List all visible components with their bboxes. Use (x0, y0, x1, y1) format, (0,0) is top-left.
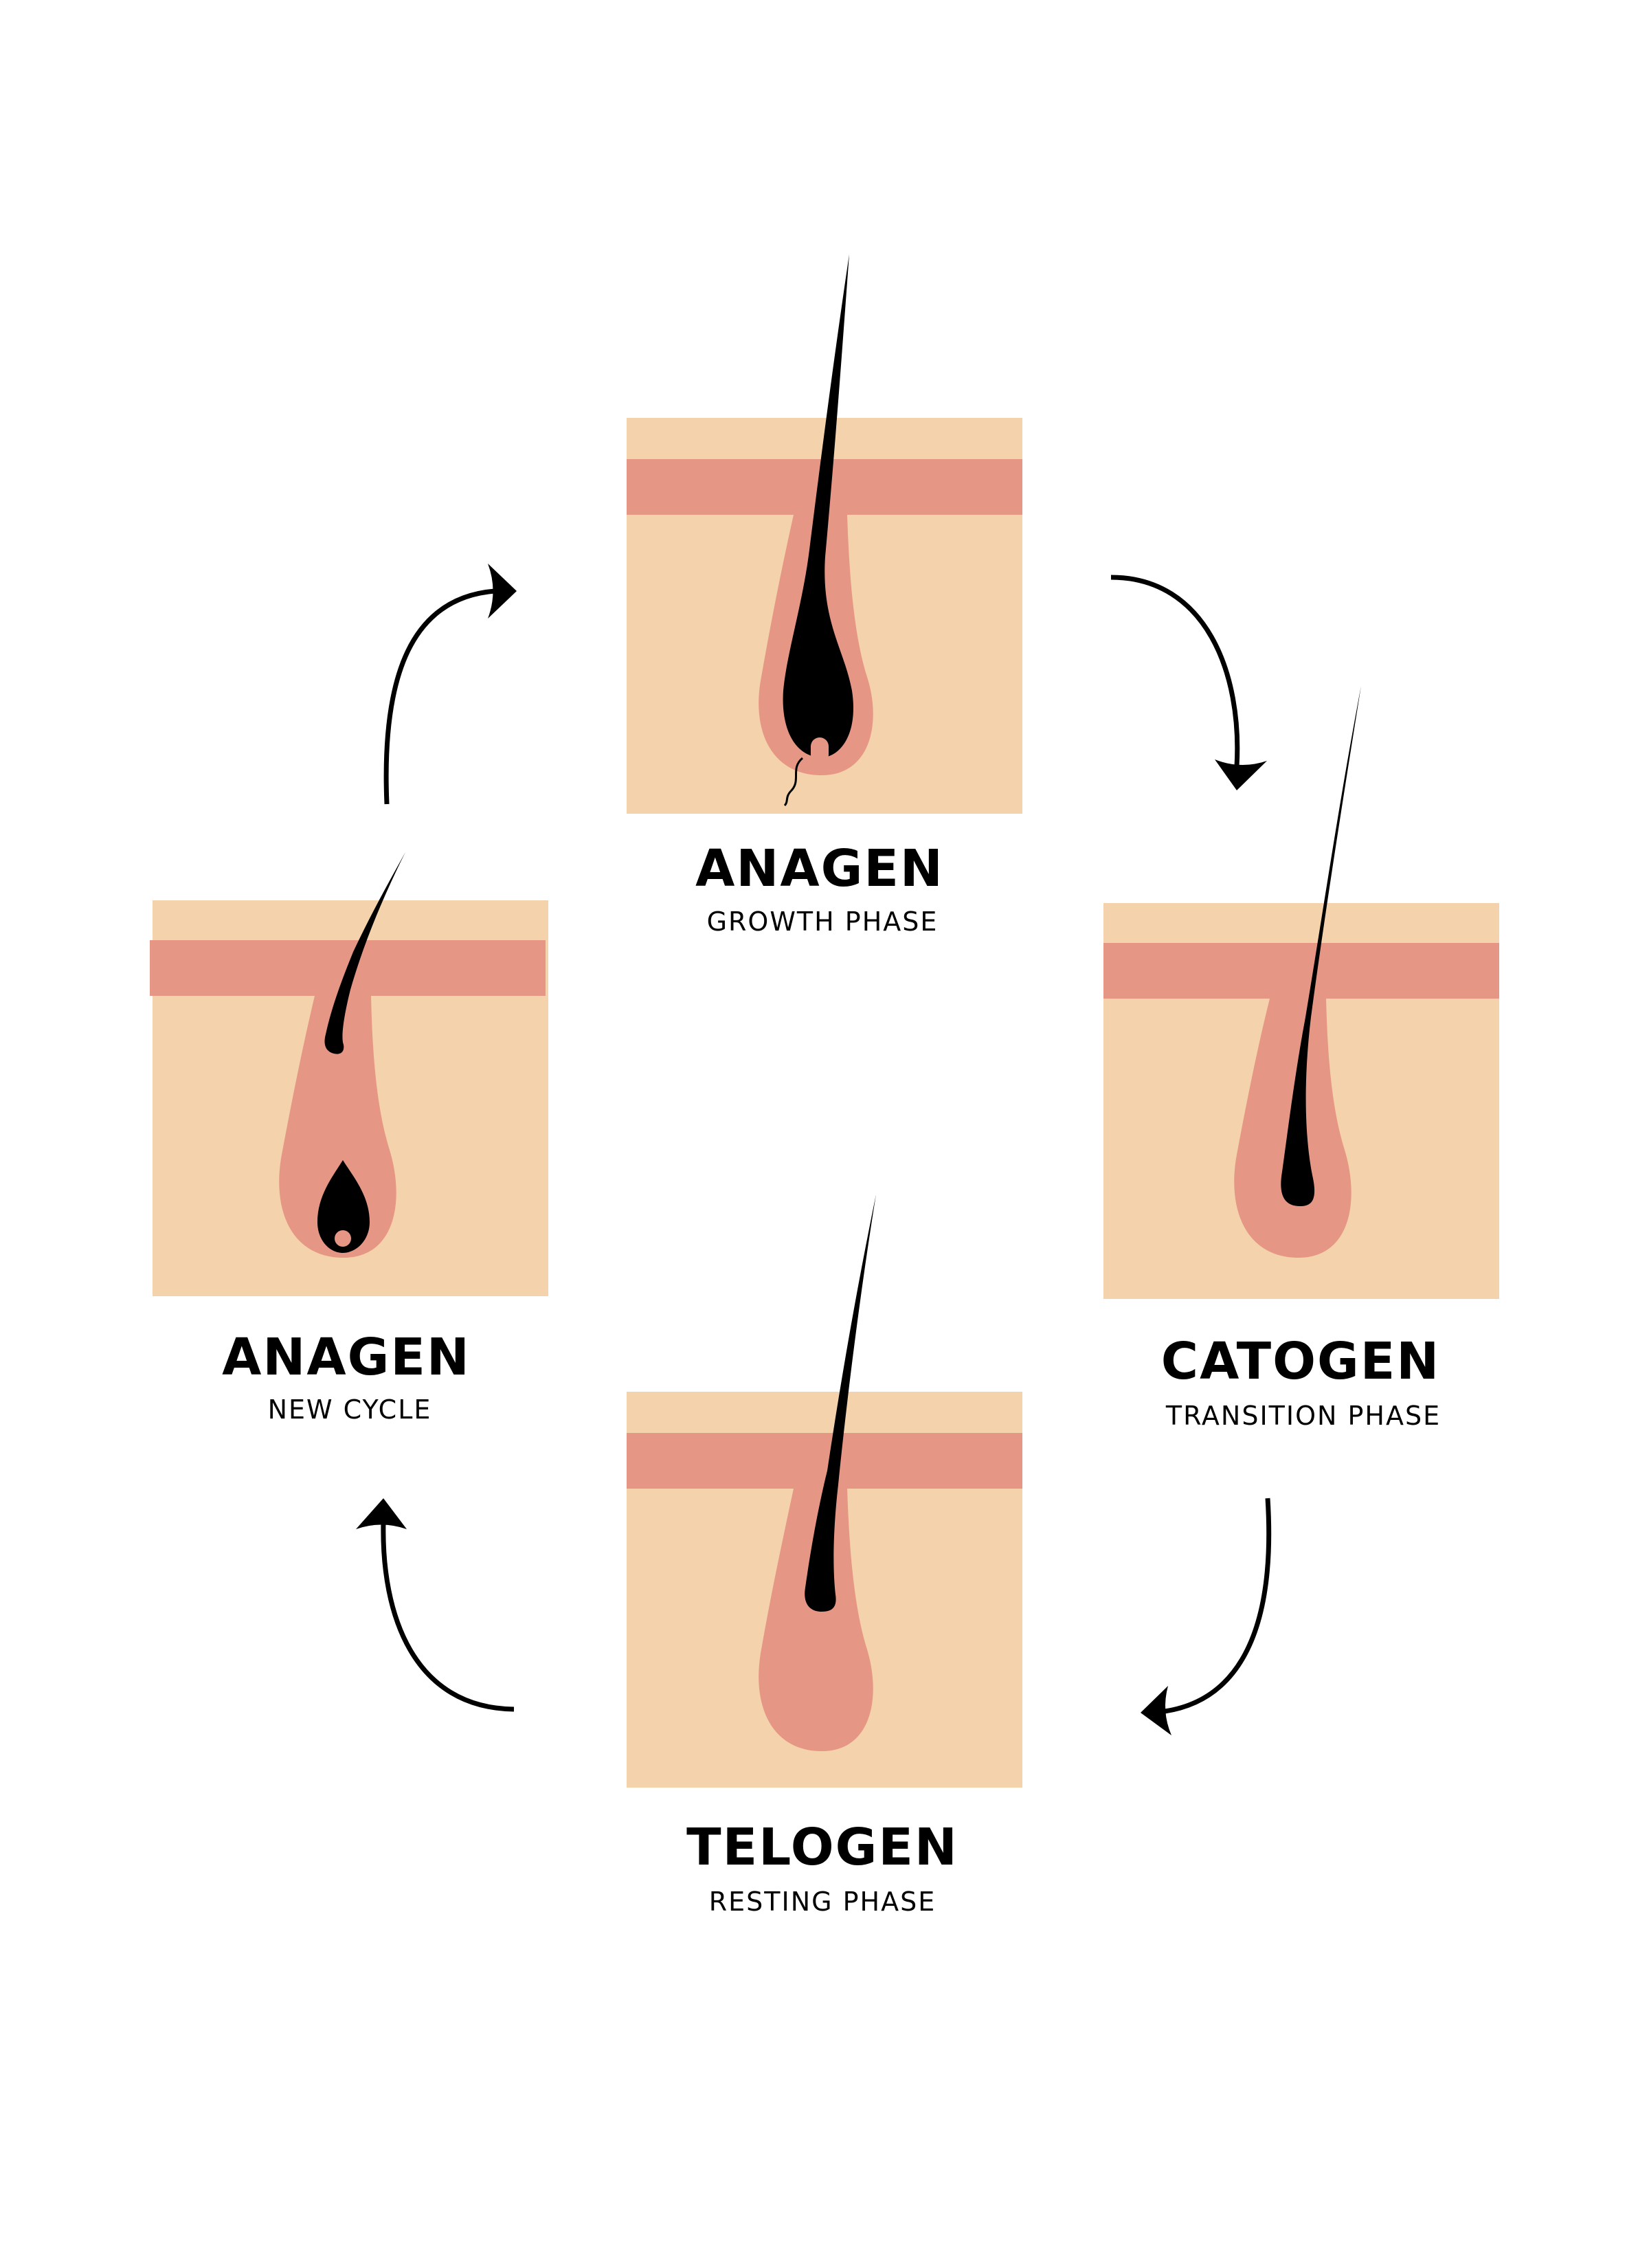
phase-subtitle: GROWTH PHASE (707, 907, 939, 937)
curved-arrow-icon (383, 564, 517, 805)
curved-arrow-icon (1110, 575, 1267, 790)
phase-title: TELOGEN (686, 1818, 958, 1877)
phase-subtitle: NEW CYCLE (268, 1394, 432, 1425)
phase-telogen: TELOGEN RESTING PHASE (627, 1194, 1022, 1917)
nerve-fiber (783, 757, 804, 807)
phase-anagen-growth: ANAGEN GROWTH PHASE (627, 254, 1022, 937)
hair-shaft (324, 852, 405, 1054)
curved-arrow-icon (1141, 1498, 1272, 1735)
dermal-papilla (811, 737, 829, 764)
hair-shaft (1281, 686, 1361, 1206)
new-hair-bulb (317, 1160, 370, 1253)
curved-arrow-icon (356, 1498, 515, 1712)
dermal-papilla (335, 1230, 351, 1247)
hair-shaft (783, 254, 853, 757)
hair-follicle (279, 996, 396, 1258)
phase-title: ANAGEN (222, 1328, 471, 1387)
cycle-arrows (356, 564, 1272, 1735)
phase-title: ANAGEN (695, 839, 944, 898)
phase-anagen-new: ANAGEN NEW CYCLE (150, 852, 548, 1425)
phase-subtitle: TRANSITION PHASE (1165, 1401, 1441, 1431)
hair-follicle (759, 1489, 873, 1751)
phase-title: CATOGEN (1161, 1332, 1440, 1391)
phase-subtitle: RESTING PHASE (709, 1887, 936, 1917)
hair-shaft (805, 1194, 876, 1612)
phase-catogen: CATOGEN TRANSITION PHASE (1103, 686, 1499, 1431)
